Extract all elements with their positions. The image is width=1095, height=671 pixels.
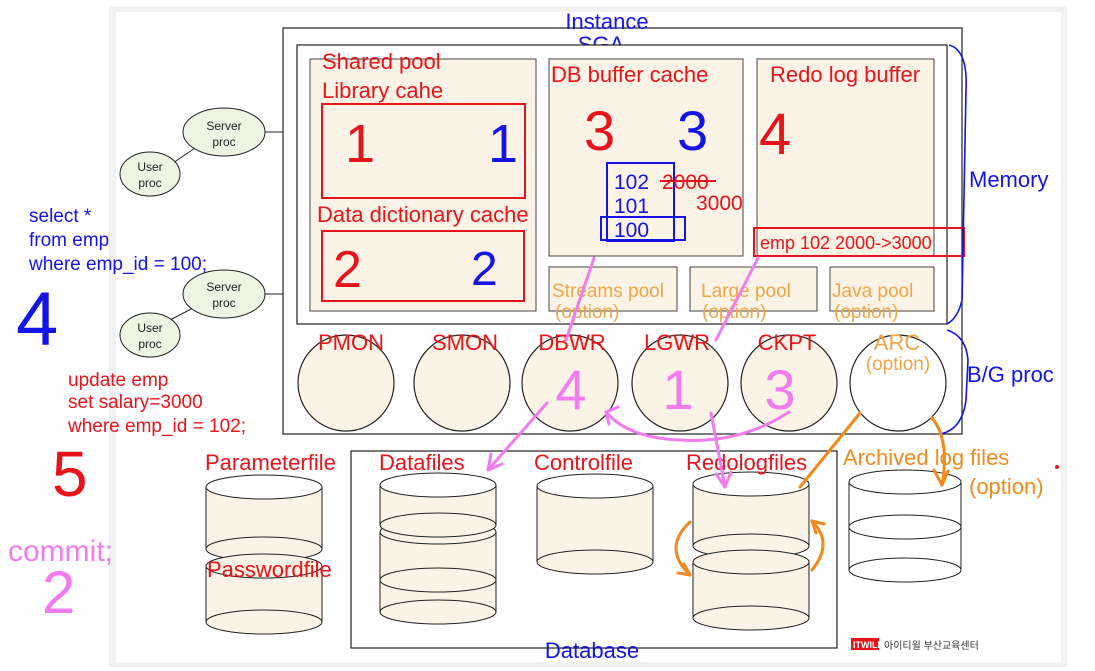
user-proc-label: proc	[138, 176, 161, 190]
arc-label: ARC	[874, 330, 921, 355]
redologfiles-cylinder	[692, 471, 810, 631]
bg-proc-bracket	[939, 329, 969, 435]
dictionary-cache-box	[321, 230, 525, 302]
itwill-logo-mark	[851, 638, 879, 650]
ckpt-step: 3	[764, 358, 795, 421]
server-proc-node	[182, 107, 266, 157]
large-pool-label: Large pool	[701, 281, 791, 302]
passwordfile-label: Passwordfile	[207, 557, 332, 582]
buffer-old-value: 2000	[662, 171, 709, 194]
select-sql-line: from emp	[29, 230, 109, 251]
user-proc-label: User	[137, 321, 162, 335]
commit-label: commit;	[8, 535, 113, 568]
arc-circle	[849, 334, 947, 432]
update-step: 5	[52, 438, 88, 510]
lgwr-step: 1	[662, 358, 693, 421]
dictionary-step-blue: 2	[471, 243, 498, 296]
buffer-row-100: 100	[614, 219, 649, 242]
instance-label: Instance	[565, 9, 648, 34]
connector-line	[169, 306, 196, 321]
pmon-circle	[297, 334, 395, 432]
arc-note: (option)	[866, 354, 930, 375]
redo-log-buffer-box	[756, 58, 935, 257]
dbwr-label: DBWR	[538, 330, 605, 355]
server-proc-label: Server	[206, 119, 241, 133]
library-cache-box	[321, 103, 526, 199]
redo-entry-box	[753, 227, 965, 257]
server-proc-label: proc	[212, 296, 235, 310]
buffer-row-102: 102	[614, 171, 649, 194]
server-proc-label: Server	[206, 280, 241, 294]
java-pool-note: (option)	[834, 302, 898, 323]
redologfiles-label: Redologfiles	[686, 450, 807, 475]
user-proc-label: User	[137, 160, 162, 174]
buffer-row-101: 101	[614, 195, 649, 218]
archived-log-label: Archived log files	[843, 445, 1009, 470]
select-sql-line: select *	[29, 206, 92, 227]
library-step-red: 1	[345, 114, 375, 174]
pink-flow-arrows	[486, 256, 791, 489]
streams-pool-label: Streams pool	[552, 281, 664, 302]
datafiles-label: Datafiles	[379, 450, 465, 475]
memory-bracket	[946, 44, 967, 325]
ckpt-circle	[740, 334, 838, 432]
lgwr-label: LGWR	[644, 330, 710, 355]
ckpt-label: CKPT	[758, 330, 817, 355]
dbwr-circle	[521, 334, 619, 432]
dictionary-cache-title: Data dictionary cache	[317, 202, 529, 227]
user-proc-node	[119, 312, 181, 358]
user-proc-label: proc	[138, 337, 161, 351]
user-proc-node	[119, 151, 181, 197]
commit-step: 2	[42, 559, 75, 626]
library-cache-title: Library cahe	[322, 78, 443, 103]
orange-flow-arrows	[674, 411, 950, 577]
java-pool-label: Java pool	[832, 281, 913, 302]
lgwr-circle	[631, 334, 729, 432]
controlfile-cylinder	[536, 473, 654, 575]
streams-pool-note: (option)	[555, 302, 619, 323]
database-label: Database	[545, 638, 639, 663]
streams-pool-box	[548, 266, 678, 312]
buffer-step-red: 3	[584, 99, 615, 162]
pmon-label: PMON	[318, 330, 384, 355]
redo-log-buffer-title: Redo log buffer	[770, 62, 920, 87]
select-sql-line: where emp_id = 100;	[28, 254, 207, 275]
smon-circle	[413, 334, 511, 432]
smon-label: SMON	[432, 330, 498, 355]
itwill-logo-brand: ITWILL	[853, 640, 883, 650]
shared-pool-title: Shared pool	[322, 49, 441, 74]
server-proc-label: proc	[212, 135, 235, 149]
redo-entry: emp 102 2000->3000	[760, 233, 932, 253]
buffer-step-blue: 3	[677, 99, 708, 162]
db-buffer-cache-title: DB buffer cache	[551, 62, 708, 87]
server-proc-node	[182, 269, 266, 319]
dbwr-step: 4	[555, 358, 586, 421]
update-sql-line: update emp	[68, 370, 168, 391]
large-pool-note: (option)	[702, 302, 766, 323]
parameterfile-cylinder	[205, 474, 323, 635]
itwill-logo-text: 아이티윌 부산교육센터	[884, 640, 979, 652]
archived-log-note: (option)	[969, 474, 1044, 499]
select-step: 4	[16, 277, 58, 362]
red-dot	[1055, 465, 1059, 469]
update-sql-line: set salary=3000	[68, 392, 203, 413]
datafiles-cylinder	[379, 472, 497, 625]
buffer-row-100-highlight	[600, 216, 686, 241]
update-sql-line: where emp_id = 102;	[67, 416, 246, 437]
library-step-blue: 1	[488, 114, 518, 174]
large-pool-box	[689, 266, 818, 312]
db-buffer-cache-box	[548, 58, 744, 257]
java-pool-box	[829, 266, 935, 312]
controlfile-label: Controlfile	[534, 450, 633, 475]
dictionary-step-red: 2	[333, 241, 362, 299]
redo-step-red: 4	[759, 102, 791, 167]
parameterfile-label: Parameterfile	[205, 450, 336, 475]
bg-proc-label: B/G proc	[967, 362, 1054, 387]
archived-log-cylinder	[848, 469, 962, 583]
buffer-new-value: 3000	[696, 192, 743, 215]
memory-label: Memory	[969, 167, 1048, 192]
